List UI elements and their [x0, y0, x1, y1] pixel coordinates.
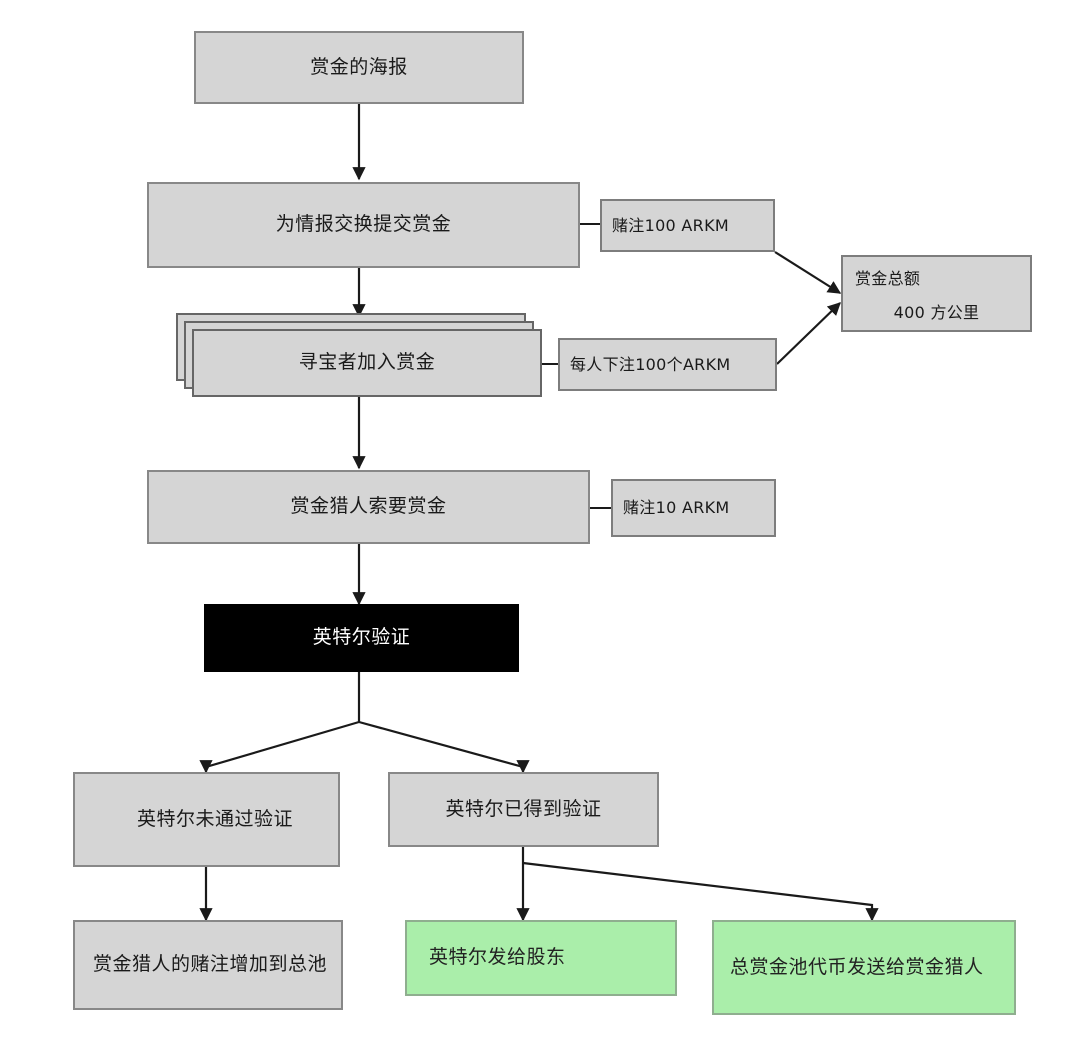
node-stake-to-pool[interactable]: 赏金猎人的赌注增加到总池 — [73, 920, 343, 1010]
node-intel-verified[interactable]: 英特尔已得到验证 — [388, 772, 659, 847]
edge-note100-to-total — [774, 251, 842, 294]
node-pool-to-hunter-label: 总赏金池代币发送给赏金猎人 — [730, 955, 984, 978]
note-stake-100-label: 赌注100 ARKM — [612, 215, 729, 235]
note-each-stake-100[interactable]: 每人下注100个ARKM — [558, 338, 777, 391]
node-hunter-claims-label: 赏金猎人索要赏金 — [290, 495, 447, 518]
edge-verify-to-verified — [358, 720, 530, 774]
note-each-stake-100-label: 每人下注100个ARKM — [570, 354, 731, 374]
edge-verified-to-hunter — [522, 861, 879, 922]
edge-noteeach-to-total — [776, 302, 841, 365]
node-intel-verification[interactable]: 英特尔验证 — [204, 604, 519, 672]
node-hunters-join[interactable]: 寻宝者加入赏金 — [192, 329, 542, 397]
node-intel-failed-label: 英特尔未通过验证 — [137, 807, 294, 830]
note-stake-10[interactable]: 赌注10 ARKM — [611, 479, 776, 537]
node-intel-to-shareholders[interactable]: 英特尔发给股东 — [405, 920, 677, 996]
node-pool-to-hunter[interactable]: 总赏金池代币发送给赏金猎人 — [712, 920, 1016, 1015]
node-stake-to-pool-label: 赏金猎人的赌注增加到总池 — [93, 953, 328, 976]
node-bounty-poster[interactable]: 赏金的海报 — [194, 31, 524, 104]
node-submit-bounty-label: 为情报交换提交赏金 — [275, 213, 452, 236]
node-hunters-join-label: 寻宝者加入赏金 — [298, 351, 436, 374]
note-total-bounty[interactable]: 赏金总额 400 方公里 — [841, 255, 1032, 332]
node-bounty-poster-label: 赏金的海报 — [310, 55, 408, 78]
note-total-bounty-amount: 400 方公里 — [893, 303, 980, 322]
node-intel-to-shareholders-label: 英特尔发给股东 — [429, 946, 566, 969]
note-stake-10-label: 赌注10 ARKM — [623, 498, 730, 517]
note-total-bounty-title: 赏金总额 — [855, 269, 921, 288]
node-submit-bounty[interactable]: 为情报交换提交赏金 — [147, 182, 580, 268]
node-hunter-claims[interactable]: 赏金猎人索要赏金 — [147, 470, 590, 544]
node-intel-verified-label: 英特尔已得到验证 — [445, 797, 602, 820]
node-intel-failed[interactable]: 英特尔未通过验证 — [73, 772, 340, 867]
edge-verify-to-failed — [199, 720, 360, 774]
node-intel-verification-label: 英特尔验证 — [312, 626, 411, 649]
note-stake-100[interactable]: 赌注100 ARKM — [600, 199, 775, 252]
